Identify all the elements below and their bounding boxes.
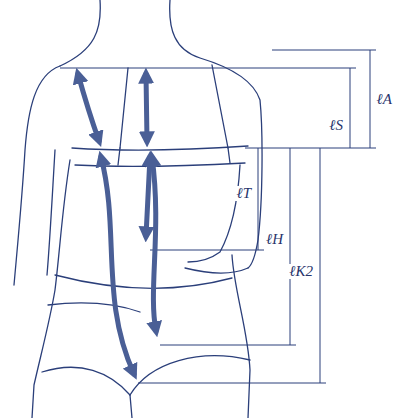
- dimension-label: ℓA: [376, 92, 393, 107]
- dimension-label: ℓT: [235, 186, 252, 201]
- measure-arrows: [78, 74, 156, 374]
- dimension-label: ℓS: [328, 118, 344, 133]
- dimension-lines: [60, 50, 376, 383]
- dimension-label: ℓH: [265, 232, 284, 247]
- figure-outline: [14, 0, 262, 418]
- dimension-label: ℓK2: [288, 264, 314, 279]
